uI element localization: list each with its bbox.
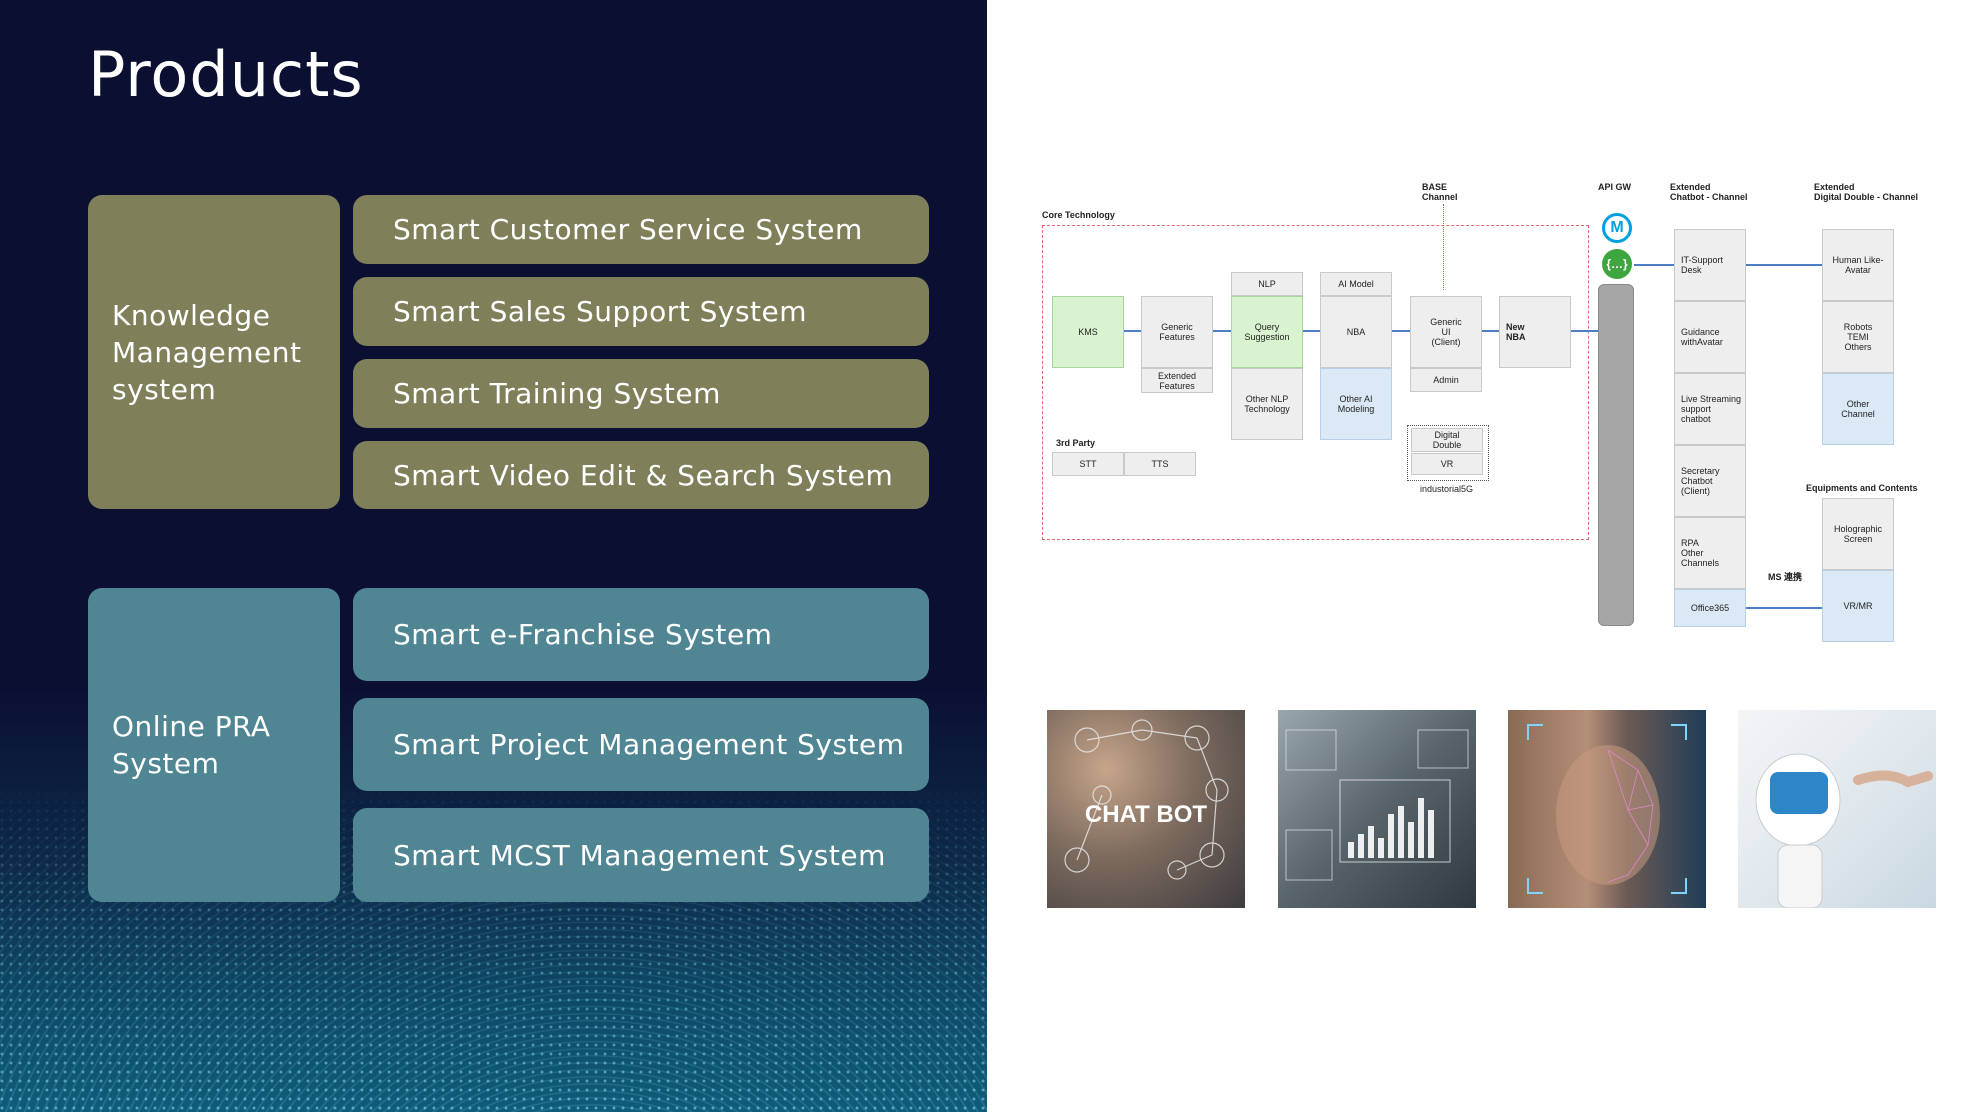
query-suggestion-box: Query Suggestion bbox=[1231, 296, 1303, 368]
chatbot-channel-it-support: IT-Support Desk bbox=[1674, 229, 1746, 301]
chatbot-network-graphic: CHAT BOT bbox=[1064, 719, 1229, 880]
item-smart-e-franchise[interactable]: Smart e-Franchise System bbox=[353, 588, 929, 681]
new-nba-box: New NBA bbox=[1499, 296, 1571, 368]
chatbot-channel-secretary: Secretary Chatbot (Client) bbox=[1674, 445, 1746, 517]
admin-box: Admin bbox=[1410, 368, 1482, 392]
tts-box: TTS bbox=[1124, 452, 1196, 476]
architecture-diagram: Core Technology BASE Channel API GW Exte… bbox=[1030, 170, 1960, 642]
ext-digital-label: Extended Digital Double - Channel bbox=[1814, 182, 1919, 202]
api-gw-bar bbox=[1598, 284, 1634, 626]
industrial5g-label: industorial5G bbox=[1420, 484, 1474, 494]
mulesoft-icon: M bbox=[1602, 213, 1632, 243]
ai-model-box: AI Model bbox=[1320, 272, 1392, 296]
item-smart-sales-support[interactable]: Smart Sales Support System bbox=[353, 277, 929, 346]
digital-double-box: Digital Double bbox=[1411, 428, 1483, 452]
robot-image bbox=[1738, 710, 1936, 908]
nba-box: NBA bbox=[1320, 296, 1392, 368]
equipment-holographic: Holographic Screen bbox=[1822, 498, 1894, 570]
digital-channel-robots: Robots TEMI Others bbox=[1822, 301, 1894, 373]
extended-features-box: Extended Features bbox=[1141, 368, 1213, 393]
group-knowledge-management: Knowledge Management system bbox=[88, 195, 340, 509]
base-channel-connector bbox=[1443, 204, 1444, 290]
chatbot-channel-office365: Office365 bbox=[1674, 589, 1746, 627]
third-party-label: 3rd Party bbox=[1056, 438, 1096, 448]
industrial5g-region bbox=[1407, 425, 1489, 481]
chatbot-text: CHAT BOT bbox=[1085, 801, 1208, 828]
chatbot-channel-live-streaming: Live Streaming support chatbot bbox=[1674, 373, 1746, 445]
page-title: Products bbox=[88, 38, 364, 111]
digital-channel-avatar: Human Like- Avatar bbox=[1822, 229, 1894, 301]
chatbot-image: CHAT BOT bbox=[1047, 710, 1245, 908]
ext-chatbot-label: Extended Chatbot - Channel bbox=[1670, 182, 1748, 202]
equipments-label: Equipments and Contents bbox=[1806, 483, 1918, 493]
base-channel-label: BASE Channel bbox=[1422, 182, 1458, 202]
kms-box: KMS bbox=[1052, 296, 1124, 368]
item-smart-customer-service[interactable]: Smart Customer Service System bbox=[353, 195, 929, 264]
generic-features-box: Generic Features bbox=[1141, 296, 1213, 368]
chatbot-channel-guidance: Guidance withAvatar bbox=[1674, 301, 1746, 373]
item-smart-project-management[interactable]: Smart Project Management System bbox=[353, 698, 929, 791]
face-recognition-graphic bbox=[1527, 724, 1687, 894]
generic-ui-box: Generic UI (Client) bbox=[1410, 296, 1482, 368]
it-support-to-avatar-connector bbox=[1746, 264, 1822, 266]
api-icon: {…} bbox=[1602, 249, 1632, 279]
other-nlp-box: Other NLP Technology bbox=[1231, 368, 1303, 440]
products-panel: Products Knowledge Management system Sma… bbox=[0, 0, 987, 1112]
core-technology-region bbox=[1042, 225, 1589, 540]
chatbot-channel-rpa: RPA Other Channels bbox=[1674, 517, 1746, 589]
analytics-image bbox=[1278, 710, 1476, 908]
core-technology-label: Core Technology bbox=[1042, 210, 1115, 220]
equipment-vrmr: VR/MR bbox=[1822, 570, 1894, 642]
stt-box: STT bbox=[1052, 452, 1124, 476]
item-smart-video-edit[interactable]: Smart Video Edit & Search System bbox=[353, 441, 929, 509]
group-online-pra: Online PRA System bbox=[88, 588, 340, 902]
face-recognition-image bbox=[1508, 710, 1706, 908]
vr-box: VR bbox=[1411, 453, 1483, 475]
office365-to-vrmr-connector bbox=[1746, 607, 1822, 609]
digital-channel-other: Other Channel bbox=[1822, 373, 1894, 445]
robot-graphic bbox=[1755, 753, 1933, 908]
chatbot-to-avatar-connector bbox=[1634, 264, 1674, 266]
analytics-graphic bbox=[1285, 729, 1469, 881]
item-smart-training[interactable]: Smart Training System bbox=[353, 359, 929, 428]
nlp-box: NLP bbox=[1231, 272, 1303, 296]
item-smart-mcst-management[interactable]: Smart MCST Management System bbox=[353, 808, 929, 902]
other-ai-box: Other AI Modeling bbox=[1320, 368, 1392, 440]
api-gw-label: API GW bbox=[1598, 182, 1631, 192]
ms-link-label: MS 連携 bbox=[1768, 572, 1803, 582]
